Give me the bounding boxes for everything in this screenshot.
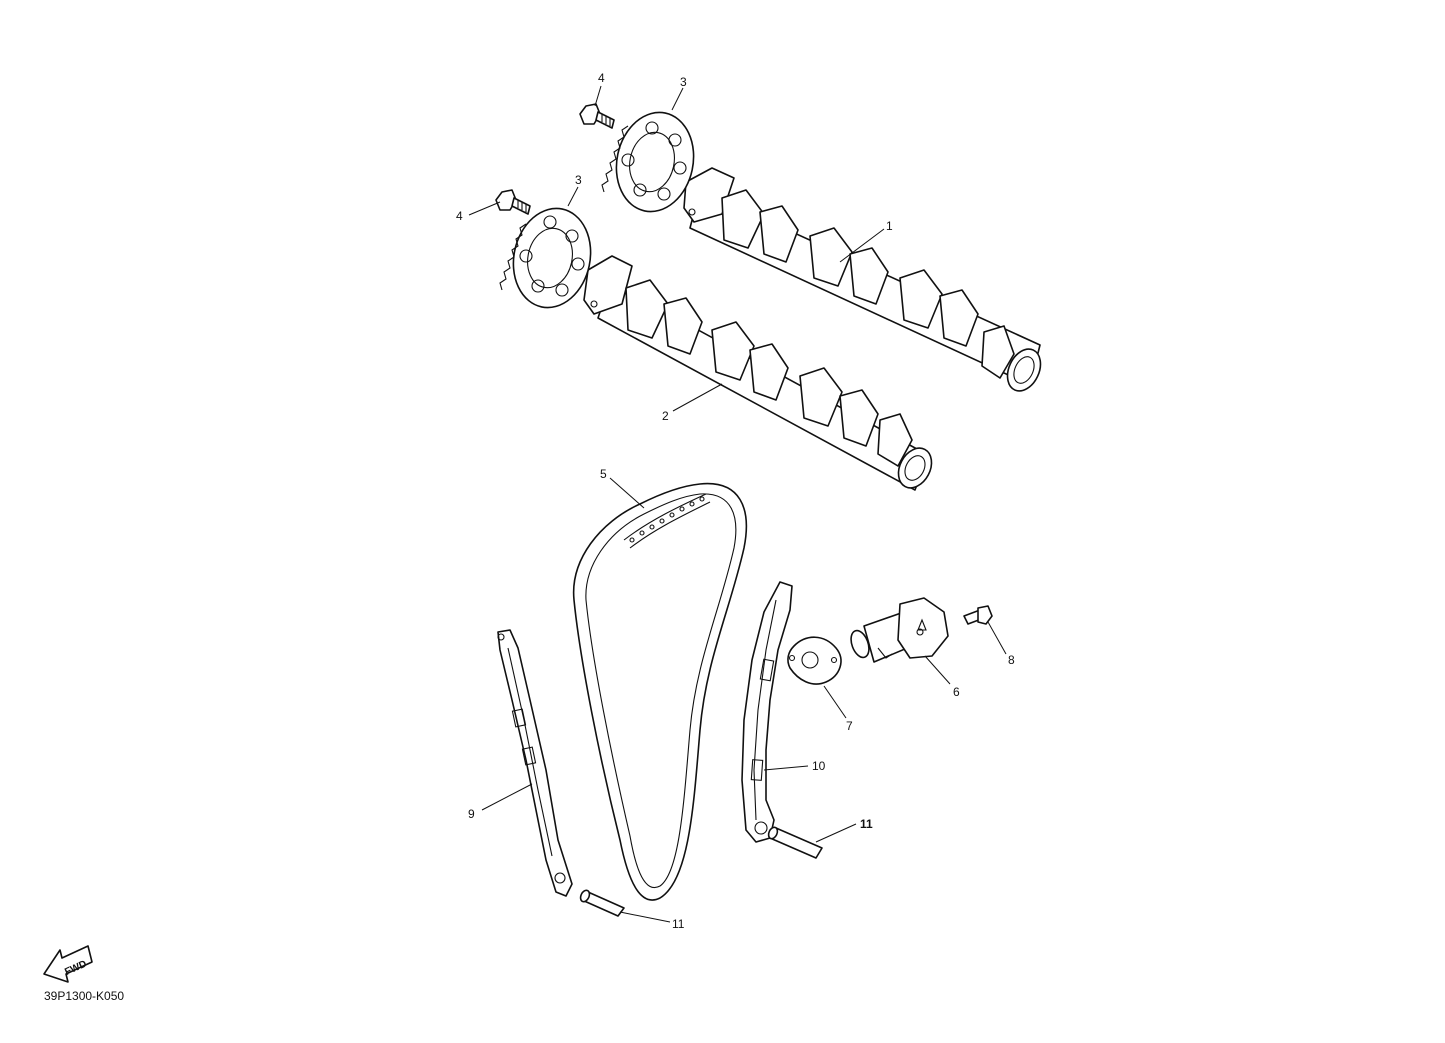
callout-8: 8	[1008, 653, 1015, 667]
callout-5: 5	[600, 467, 607, 481]
callout-6: 6	[953, 685, 960, 699]
callout-7: 7	[846, 719, 853, 733]
callout-3-upper: 3	[680, 75, 687, 89]
camshaft-lower	[583, 255, 933, 491]
bolt-upper	[579, 103, 615, 129]
sprocket-lower	[499, 207, 592, 309]
camshaft-upper	[683, 167, 1042, 392]
pin-lower-left	[579, 889, 625, 917]
callout-4-lower: 4	[456, 209, 463, 223]
callout-10: 10	[812, 759, 826, 773]
sprocket-upper	[601, 111, 695, 213]
bolt-lower	[495, 189, 531, 215]
diagram-code: 39P1300-K050	[44, 989, 124, 1003]
tensioner-bolt	[963, 605, 993, 625]
callout-1: 1	[886, 219, 893, 233]
callout-3-lower: 3	[575, 173, 582, 187]
callout-4-upper: 4	[598, 71, 605, 85]
callout-9: 9	[468, 807, 475, 821]
callout-2: 2	[662, 409, 669, 423]
callout-11-lower: 11	[672, 917, 685, 931]
leader-lines	[468, 85, 1007, 923]
fwd-arrow-icon: FWD	[43, 945, 93, 983]
callout-11-right: 11	[860, 817, 873, 831]
cam-chain	[572, 482, 748, 901]
tensioner-guide	[741, 581, 793, 843]
chain-guide	[497, 629, 573, 897]
tensioner-gasket	[787, 636, 842, 685]
chain-tensioner	[850, 597, 949, 663]
pin-lower-right	[767, 826, 823, 859]
